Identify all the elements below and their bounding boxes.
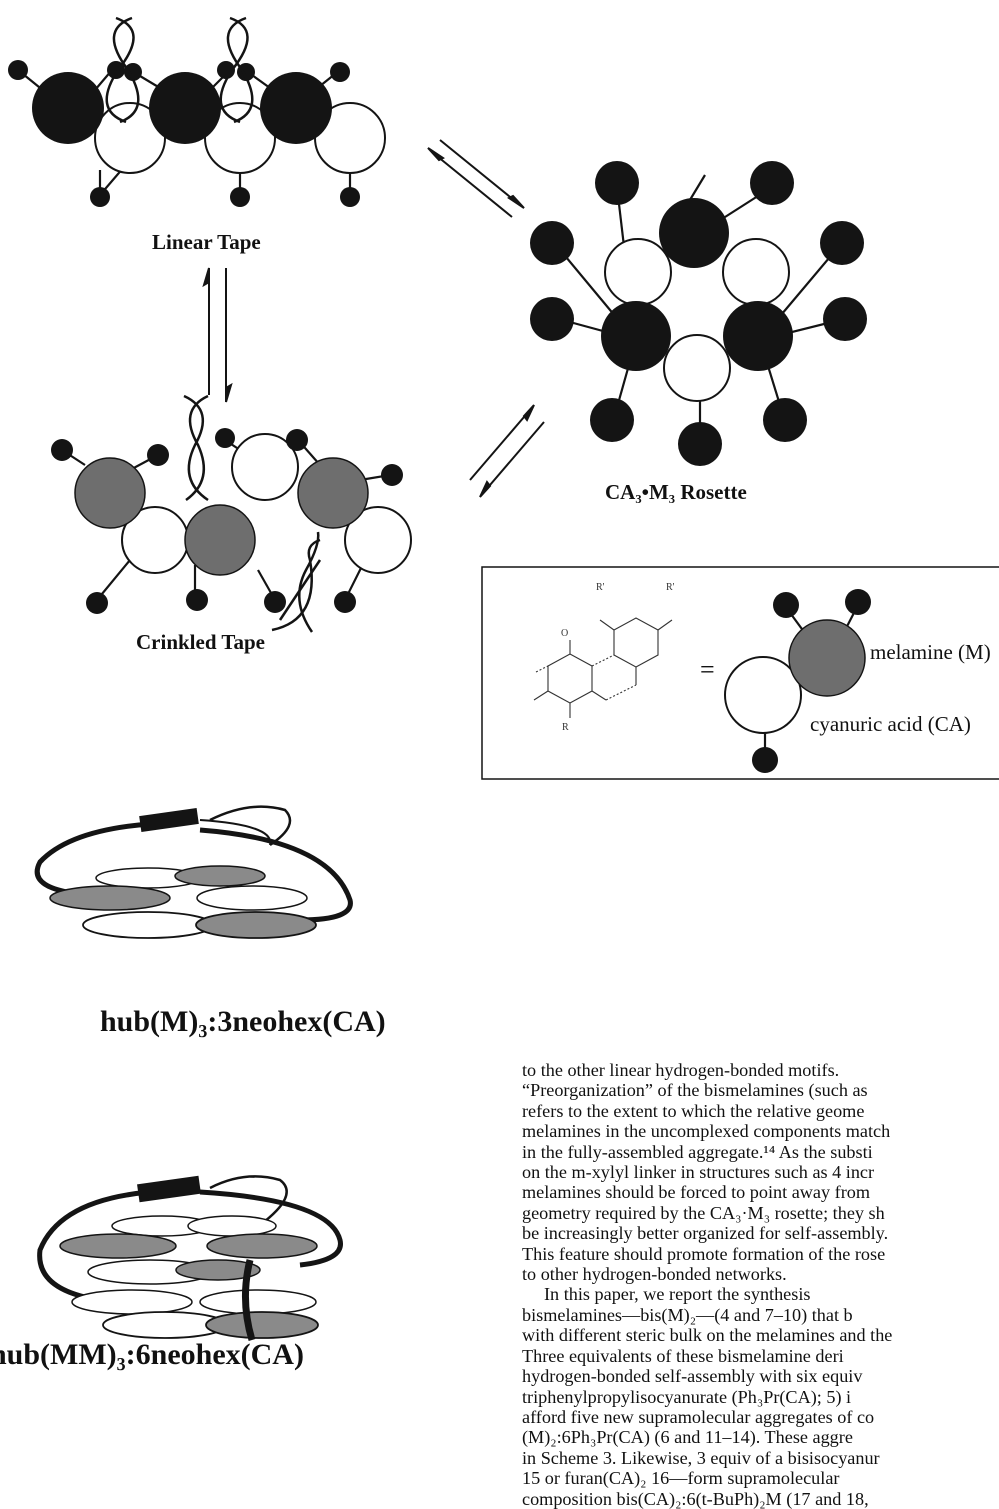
body-line: with different steric bulk on the melami…: [522, 1325, 893, 1346]
r-prime-label-1: R': [596, 582, 605, 593]
equilibrium-arrows-bottom: [469, 404, 545, 498]
legend-box: R' R' R O: [481, 566, 999, 780]
hub-mm3-diagram: [37, 1175, 343, 1342]
legend-spheres: [724, 589, 871, 773]
body-line: 15 or furan(CA)₂ 16—form supramolecular: [522, 1468, 840, 1489]
body-line: in the fully-assembled aggregate.¹⁴ As t…: [522, 1141, 873, 1162]
body-line: In this paper, we report the synthesis: [544, 1284, 811, 1305]
hub-m3-label: hub(M)₃:3neohex(CA): [100, 1005, 386, 1038]
body-line: to the other linear hydrogen-bonded moti…: [522, 1060, 840, 1080]
rosette-diagram: [530, 161, 867, 466]
body-line: refers to the extent to which the relati…: [522, 1100, 865, 1121]
equilibrium-arrows-top: [427, 139, 525, 218]
legend-melamine: melamine (M): [870, 640, 991, 664]
body-line: on the m-xylyl linker in structures such…: [522, 1162, 875, 1183]
legend-equals: =: [700, 655, 715, 684]
hub-mm3-label: hub(MM)₃:6neohex(CA): [0, 1338, 304, 1371]
body-line: to other hydrogen-bonded networks.: [522, 1264, 787, 1285]
body-line: bismelamines—bis(M)₂—(4 and 7–10) that b: [522, 1304, 853, 1325]
equilibrium-arrows-vertical: [202, 267, 233, 403]
oxygen-label: O: [561, 628, 568, 639]
body-line: be increasingly better organized for sel…: [522, 1223, 889, 1244]
linear-tape-label: Linear Tape: [152, 230, 261, 254]
scheme-figure: R' R' R O: [8, 16, 999, 1342]
body-line: Three equivalents of these bismelamine d…: [522, 1345, 844, 1366]
body-line: “Preorganization” of the bismelamines (s…: [522, 1080, 868, 1101]
body-line: hydrogen-bonded self-assembly with six e…: [522, 1366, 863, 1387]
crinkled-tape-label: Crinkled Tape: [136, 630, 265, 654]
hub-m3-diagram: [34, 805, 353, 939]
body-line: This feature should promote formation of…: [522, 1243, 886, 1264]
r-prime-label-2: R': [666, 582, 675, 593]
body-line: geometry required by the CA₃·M₃ rosette;…: [522, 1202, 885, 1223]
rosette-label: CA₃•M₃ Rosette: [605, 480, 747, 504]
linear-tape-diagram: [8, 16, 386, 207]
body-text: to the other linear hydrogen-bonded moti…: [522, 1060, 999, 1509]
crinkled-tape-diagram: [51, 394, 412, 633]
body-line: composition bis(CA)₂:6(t-BuPh)₂M (17 and…: [522, 1488, 869, 1509]
r-label: R: [562, 722, 569, 733]
body-line: afford five new supramolecular aggregate…: [522, 1406, 875, 1427]
body-line: (M)₂:6Ph₃Pr(CA) (6 and 11–14). These agg…: [522, 1427, 853, 1448]
legend-cyanuric-acid: cyanuric acid (CA): [810, 712, 971, 736]
hydrogen-bond-structure: [533, 617, 673, 718]
body-line: triphenylpropylisocyanurate (Ph₃Pr(CA); …: [522, 1386, 852, 1407]
body-line: melamines in the uncomplexed components …: [522, 1121, 891, 1142]
body-line: melamines should be forced to point away…: [522, 1182, 870, 1203]
body-line: in Scheme 3. Likewise, 3 equiv of a bisi…: [522, 1447, 880, 1468]
